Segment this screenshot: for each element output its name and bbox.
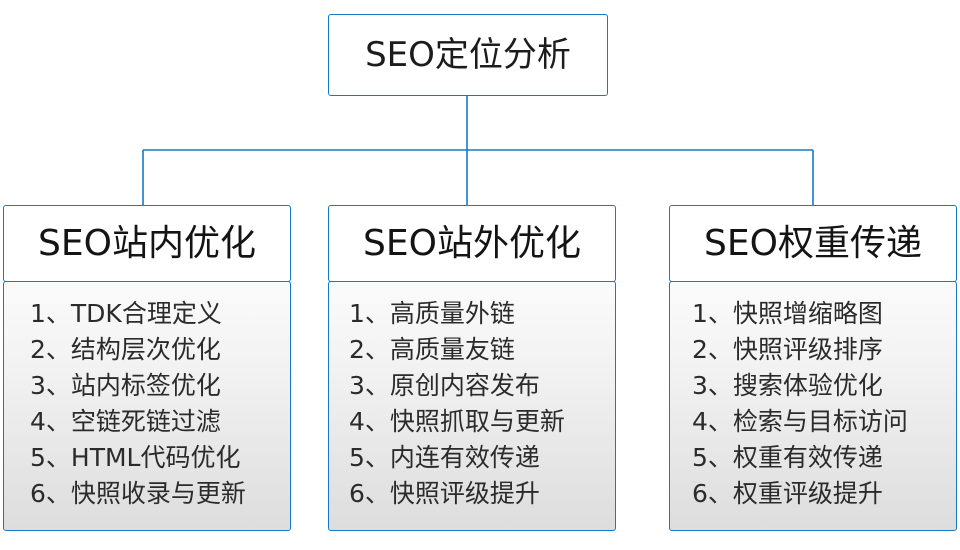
- branch-column-2: SEO站外优化 1、高质量外链 2、高质量友链 3、原创内容发布 4、快照抓取与…: [328, 205, 616, 531]
- branch-header-2[interactable]: SEO站外优化: [328, 205, 616, 282]
- list-item: 3、原创内容发布: [349, 371, 540, 400]
- list-item: 5、权重有效传递: [692, 443, 883, 472]
- list-item: 2、快照评级排序: [692, 335, 883, 364]
- branch-header-1[interactable]: SEO站内优化: [3, 205, 291, 282]
- list-item: 5、内连有效传递: [349, 443, 540, 472]
- branch-list-2: 1、高质量外链 2、高质量友链 3、原创内容发布 4、快照抓取与更新 5、内连有…: [328, 281, 616, 531]
- list-item: 5、HTML代码优化: [30, 443, 241, 472]
- branch-header-label-3: SEO权重传递: [704, 222, 922, 264]
- list-item: 4、空链死链过滤: [30, 407, 221, 436]
- list-item: 2、高质量友链: [349, 335, 515, 364]
- branch-list-3: 1、快照增缩略图 2、快照评级排序 3、搜索体验优化 4、检索与目标访问 5、权…: [669, 281, 957, 531]
- list-item: 6、快照评级提升: [349, 479, 540, 508]
- list-item: 6、权重评级提升: [692, 479, 883, 508]
- list-item: 4、检索与目标访问: [692, 407, 908, 436]
- list-item: 3、搜索体验优化: [692, 371, 883, 400]
- branch-header-3[interactable]: SEO权重传递: [669, 205, 957, 282]
- branch-column-3: SEO权重传递 1、快照增缩略图 2、快照评级排序 3、搜索体验优化 4、检索与…: [669, 205, 957, 531]
- list-item: 2、结构层次优化: [30, 335, 221, 364]
- list-item: 3、站内标签优化: [30, 371, 221, 400]
- branch-list-1: 1、TDK合理定义 2、结构层次优化 3、站内标签优化 4、空链死链过滤 5、H…: [3, 281, 291, 531]
- branch-header-label-1: SEO站内优化: [38, 222, 256, 264]
- list-item: 1、快照增缩略图: [692, 299, 883, 328]
- list-item: 1、高质量外链: [349, 299, 515, 328]
- branch-column-1: SEO站内优化 1、TDK合理定义 2、结构层次优化 3、站内标签优化 4、空链…: [3, 205, 291, 531]
- list-item: 6、快照收录与更新: [30, 479, 246, 508]
- root-node-label: SEO定位分析: [365, 35, 571, 75]
- list-item: 4、快照抓取与更新: [349, 407, 565, 436]
- root-node[interactable]: SEO定位分析: [328, 14, 608, 96]
- branch-header-label-2: SEO站外优化: [363, 222, 581, 264]
- list-item: 1、TDK合理定义: [30, 299, 222, 328]
